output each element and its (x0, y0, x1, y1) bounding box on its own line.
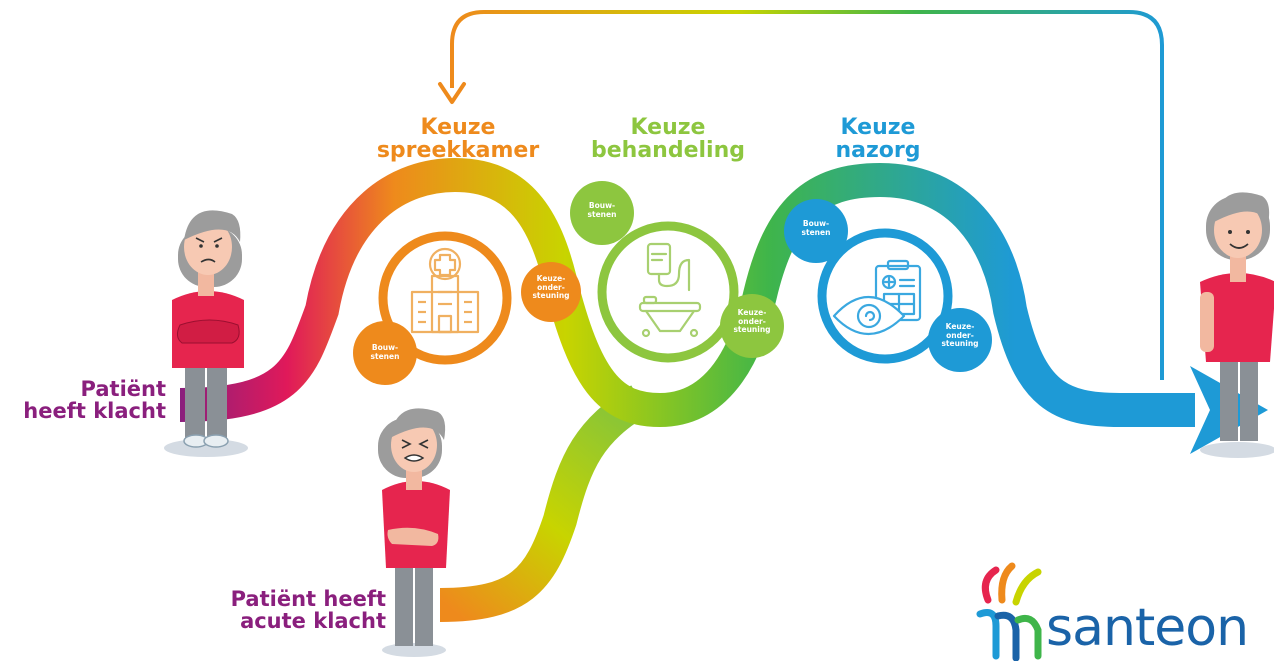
bubble-line: Bouw- (802, 219, 830, 228)
keuzeondersteuning-bubble-3 (928, 308, 992, 372)
stage-title-line2: nazorg (835, 138, 921, 164)
patient-label-line: Patiënt (80, 377, 166, 401)
stretcher-iv-icon (638, 242, 702, 338)
bubble-line: Bouw- (588, 201, 616, 210)
return-loop-line (450, 10, 1164, 380)
bubble-line: Bouw- (371, 343, 399, 352)
bouwstenen-label-3: Bouw- stenen (791, 219, 841, 237)
bubble-line: Keuze- (945, 322, 975, 331)
acute-pathway (439, 385, 649, 622)
keuzeondersteuning-label-2: Keuze- onder- steuning (727, 308, 777, 335)
bubble-line: stenen (587, 209, 617, 219)
bubble-line: onder- (946, 330, 974, 340)
bubble-line: onder- (738, 316, 766, 326)
santeon-logo-icon (976, 562, 1042, 661)
bubble-line: Keuze- (737, 308, 767, 317)
stage-title-spreekkamer: Keuze spreekkamer (358, 116, 558, 162)
bubble-line: stenen (370, 351, 400, 361)
stage-behandeling-circle (595, 219, 741, 365)
bubble-line: steuning (532, 291, 570, 301)
keuzeondersteuning-bubble-2 (720, 294, 784, 358)
bouwstenen-label-2: Bouw- stenen (577, 201, 627, 219)
keuzeondersteuning-label-1: Keuze- onder- steuning (526, 274, 576, 301)
bouwstenen-bubble-1 (353, 321, 417, 385)
keuzeondersteuning-bubble-1 (521, 262, 581, 322)
santeon-logo-text: santeon (1046, 598, 1249, 658)
bouwstenen-bubble-2 (570, 181, 634, 245)
bouwstenen-label-1: Bouw- stenen (360, 343, 410, 361)
stage-title-line1: Keuze (630, 115, 706, 140)
patient-acute-figure (378, 408, 450, 657)
bubble-line: steuning (941, 339, 979, 349)
keuzeondersteuning-label-3: Keuze- onder- steuning (935, 322, 985, 349)
patient-happy-figure (1200, 192, 1274, 458)
patient-chronic-label: Patiënt heeft klacht (4, 378, 166, 422)
stage-title-behandeling: Keuze behandeling (568, 116, 768, 162)
patient-label-line: heeft klacht (23, 399, 166, 424)
bouwstenen-bubble-3 (784, 199, 848, 263)
stage-spreekkamer-circle (375, 228, 515, 368)
eye-clipboard-icon (832, 259, 922, 336)
stage-title-line1: Keuze (840, 115, 916, 140)
stage-title-nazorg: Keuze nazorg (778, 116, 978, 162)
stage-title-line2: spreekkamer (376, 138, 540, 164)
bubble-line: steuning (733, 325, 771, 335)
bubble-line: Keuze- (536, 274, 566, 283)
patient-chronic-figure (164, 210, 248, 457)
patient-label-line: acute klacht (240, 609, 386, 634)
return-arrowhead (438, 82, 466, 104)
stage-title-line1: Keuze (420, 115, 496, 140)
main-pathway (179, 157, 1195, 428)
patient-acute-label: Patiënt heeft acute klacht (188, 588, 386, 632)
bubble-line: stenen (801, 227, 831, 237)
stage-title-line2: behandeling (591, 138, 745, 164)
bubble-line: onder- (537, 282, 565, 292)
hospital-icon (410, 247, 480, 334)
patient-label-line: Patiënt heeft (230, 587, 386, 611)
